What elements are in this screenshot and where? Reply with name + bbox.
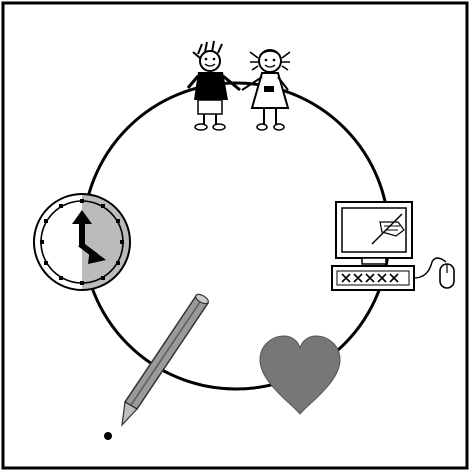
pencil-icon [104,293,210,440]
heart-icon [259,335,341,415]
boy-figure [186,40,241,131]
children-holding-hands-icon [186,40,291,131]
pencil-dot [104,432,112,440]
clock-icon [33,193,131,291]
computer-icon [331,201,455,291]
girl-figure [241,49,291,131]
